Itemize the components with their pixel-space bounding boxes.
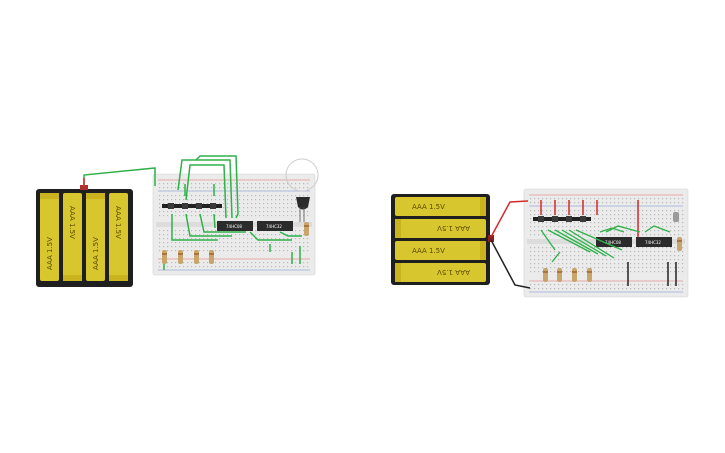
left-battery-cell-4: AAA 1.5V [109,193,128,281]
right-battery-cell-4: AAA 1.5V [395,263,486,282]
left-resistors[interactable] [162,222,309,264]
right-battery-cell-1: AAA 1.5V [395,197,486,216]
right-chip-2[interactable]: 74HC32 [636,237,672,247]
left-circuit: AAA 1.5V AAA 1.5V AAA 1.5V AAA 1.5V [36,155,319,287]
left-battery-terminal[interactable] [80,185,88,190]
left-chip-2[interactable]: 74HC32 [257,221,293,231]
left-wires[interactable] [83,155,302,270]
right-wires[interactable] [540,225,671,263]
right-breadboard-holes [530,198,684,290]
left-battery-cell-1: AAA 1.5V [40,193,59,281]
left-breadboard-holes [159,183,309,268]
right-battery-cell-1-label: AAA 1.5V [412,203,445,211]
right-battery-cell-2: AAA 1.5V [395,219,486,238]
left-chip-1[interactable]: 74HC08 [217,221,253,231]
left-battery-cell-3-label: AAA 1.5V [92,237,100,270]
left-switch-bank[interactable] [162,203,222,209]
left-chip-2-label: 74HC32 [266,224,282,229]
left-battery-cell-3: AAA 1.5V [86,193,105,281]
right-chip-2-label: 74HC32 [645,240,661,245]
right-battery-cell-2-label: AAA 1.5V [437,224,470,232]
right-resistors[interactable] [543,237,682,282]
left-battery-pack[interactable]: AAA 1.5V AAA 1.5V AAA 1.5V AAA 1.5V [36,185,133,287]
left-battery-cell-2: AAA 1.5V [63,193,82,281]
right-chip-1[interactable]: 74HC08 [596,237,632,247]
right-circuit: AAA 1.5V AAA 1.5V AAA 1.5V AAA 1.5V [391,188,689,298]
left-battery-cell-1-label: AAA 1.5V [46,237,54,270]
left-battery-cell-2-label: AAA 1.5V [68,206,76,239]
left-battery-cell-4-label: AAA 1.5V [114,206,122,239]
right-battery-cell-3-label: AAA 1.5V [412,247,445,255]
right-sensor[interactable] [673,212,679,222]
right-wire-black[interactable] [490,239,677,289]
left-transistor[interactable] [285,158,319,222]
right-switch-bank[interactable] [533,216,591,222]
right-battery-terminal[interactable] [488,235,494,242]
left-chip-1-label: 74HC08 [226,224,242,229]
right-battery-cell-3: AAA 1.5V [395,241,486,260]
right-battery-cell-4-label: AAA 1.5V [437,268,470,276]
right-battery-pack[interactable]: AAA 1.5V AAA 1.5V AAA 1.5V AAA 1.5V [391,194,494,285]
right-chip-1-label: 74HC08 [605,240,621,245]
